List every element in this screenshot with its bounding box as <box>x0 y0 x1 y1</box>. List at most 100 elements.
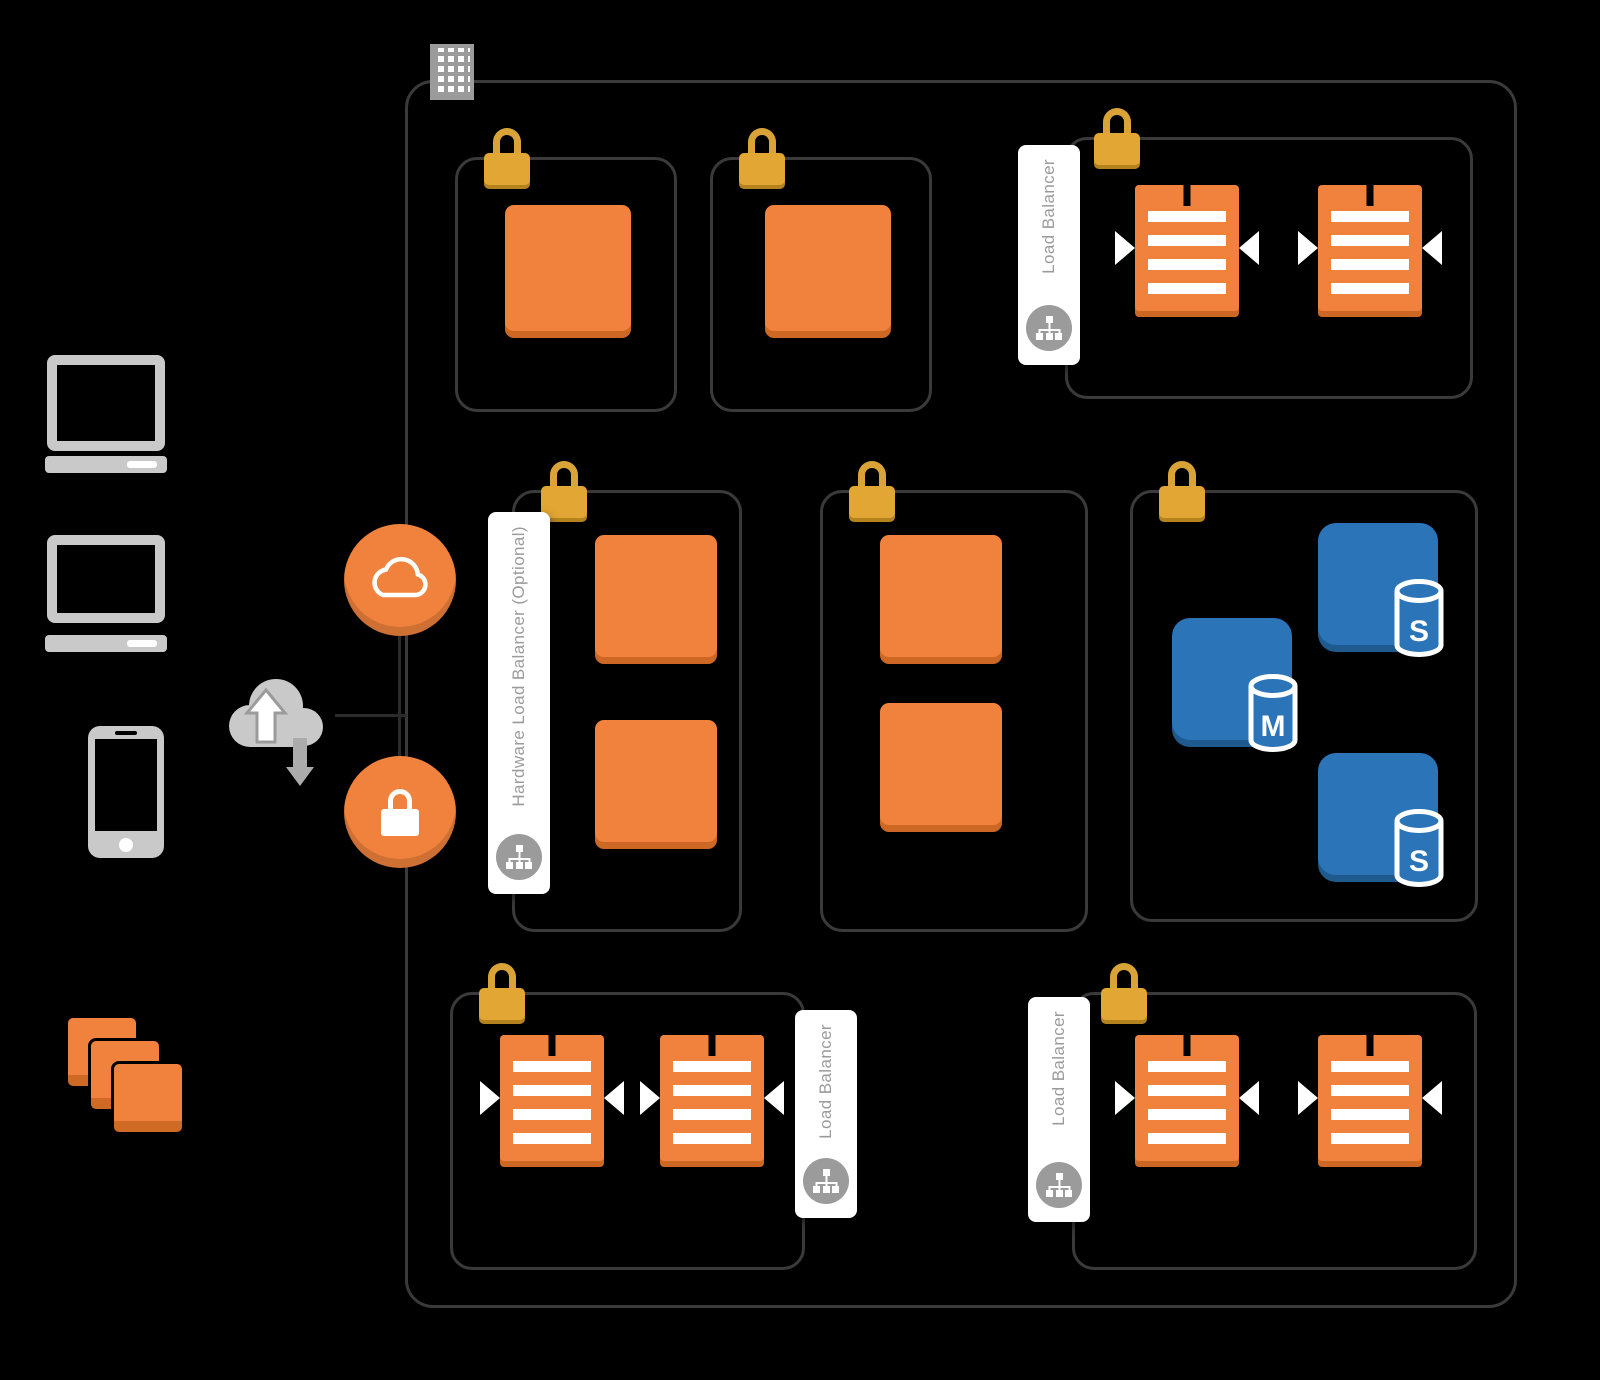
internet-cloud-svg <box>229 679 323 786</box>
cloud-glyph-icon <box>372 557 428 598</box>
subnet-box-6: M S S <box>1130 461 1478 922</box>
subnet-box-1 <box>455 128 677 412</box>
upload-arrow-icon <box>243 687 289 744</box>
connector-circles <box>398 585 401 813</box>
hardware-load-balancer-text: Hardware Load Balancer (Optional) <box>509 526 528 807</box>
db-master-icon: M <box>1172 618 1298 752</box>
connector-cloud-to-vpc <box>335 714 407 717</box>
queue-arrow-left-icon <box>1115 231 1135 265</box>
vpc-boundary: M S S <box>405 44 1517 1308</box>
load-balancer-label-bottom-right: Load Balancer <box>1028 997 1090 1222</box>
queue-icon <box>480 1034 624 1161</box>
queue-icon <box>1298 184 1442 311</box>
db-cylinder-icon: S <box>1394 809 1444 887</box>
instance-icon <box>880 703 1002 825</box>
instance-icon <box>595 535 717 657</box>
queue-notch <box>708 1034 716 1056</box>
queue-arrow-left-icon <box>1298 1081 1318 1115</box>
queue-arrow-left-icon <box>1298 231 1318 265</box>
queue-arrow-right-icon <box>604 1081 624 1115</box>
cloud-circle-icon <box>344 524 456 636</box>
load-balancer-label-top-right: Load Balancer <box>1018 145 1080 365</box>
queue-arrow-right-icon <box>1422 231 1442 265</box>
lock-circle-icon <box>344 756 456 868</box>
desktop-icon <box>45 535 167 652</box>
queue-stripes <box>673 1061 751 1147</box>
internet-cloud-icon <box>210 648 340 795</box>
queue-stripes <box>513 1061 591 1147</box>
db-slave-letter: S <box>1409 615 1429 648</box>
laptop-base <box>45 456 167 473</box>
queue-stripes <box>1148 1061 1226 1147</box>
desktop-base <box>45 635 167 652</box>
lock-icon <box>541 461 587 519</box>
lb-node-icon <box>1026 305 1072 351</box>
lock-icon <box>1101 963 1147 1021</box>
queue-icon <box>640 1034 784 1161</box>
lock-glyph-shackle <box>388 788 412 809</box>
lb-node-icon <box>803 1158 849 1204</box>
db-slave-icon: S <box>1318 753 1444 887</box>
queue-arrow-left-icon <box>480 1081 500 1115</box>
queue-notch <box>1183 1034 1191 1056</box>
subnet-box-5 <box>820 461 1088 932</box>
queue-arrow-right-icon <box>1239 1081 1259 1115</box>
lock-icon <box>739 128 785 186</box>
queue-arrow-left-icon <box>1115 1081 1135 1115</box>
network-glyph-icon <box>506 845 532 869</box>
queue-notch <box>1366 184 1374 206</box>
queue-arrow-left-icon <box>640 1081 660 1115</box>
load-balancer-text: Load Balancer <box>816 1024 835 1139</box>
queue-icon <box>1298 1034 1442 1161</box>
queue-notch <box>1183 184 1191 206</box>
network-glyph-icon <box>813 1169 839 1193</box>
desktop-slot <box>127 640 157 647</box>
building-icon <box>430 44 474 100</box>
db-slave-icon: S <box>1318 523 1444 657</box>
network-glyph-icon <box>1046 1173 1072 1197</box>
db-slave-letter: S <box>1409 845 1429 878</box>
mobile-screen <box>95 739 157 831</box>
subnet-box-8 <box>1072 963 1477 1270</box>
instance-icon <box>765 205 891 331</box>
queue-arrow-right-icon <box>764 1081 784 1115</box>
subnet-box-2 <box>710 128 932 412</box>
mobile-home-button <box>119 838 133 852</box>
queue-stripes <box>1331 1061 1409 1147</box>
laptop-screen <box>47 355 165 451</box>
subnet-box-7 <box>450 963 805 1270</box>
lock-glyph-icon <box>381 788 419 836</box>
db-master-letter: M <box>1261 710 1286 743</box>
lock-icon <box>1159 461 1205 519</box>
queue-notch <box>1366 1034 1374 1056</box>
lock-icon <box>849 461 895 519</box>
queue-arrow-right-icon <box>1422 1081 1442 1115</box>
mobile-icon <box>88 726 164 858</box>
load-balancer-label-bottom-left: Load Balancer <box>795 1010 857 1218</box>
queue-stripes <box>1148 211 1226 297</box>
load-balancer-text: Load Balancer <box>1039 159 1058 274</box>
lock-icon <box>484 128 530 186</box>
download-arrow-icon <box>286 738 314 786</box>
network-glyph-icon <box>1036 316 1062 340</box>
stack-square-3 <box>111 1061 185 1135</box>
mobile-speaker <box>115 731 137 735</box>
stack-icon <box>65 1015 265 1215</box>
hardware-load-balancer-label: Hardware Load Balancer (Optional) <box>488 512 550 894</box>
queue-icon <box>1115 1034 1259 1161</box>
subnet-box-3 <box>1065 108 1473 399</box>
instance-icon <box>880 535 1002 657</box>
lock-icon <box>479 963 525 1021</box>
db-cylinder-icon: M <box>1248 674 1298 752</box>
lock-glyph-body <box>381 808 419 836</box>
queue-stripes <box>1331 211 1409 297</box>
queue-icon <box>1115 184 1259 311</box>
db-cylinder-icon: S <box>1394 579 1444 657</box>
instance-icon <box>595 720 717 842</box>
laptop-slot <box>127 461 157 468</box>
queue-notch <box>548 1034 556 1056</box>
lb-node-icon <box>496 834 542 880</box>
load-balancer-text: Load Balancer <box>1049 1011 1068 1126</box>
queue-arrow-right-icon <box>1239 231 1259 265</box>
